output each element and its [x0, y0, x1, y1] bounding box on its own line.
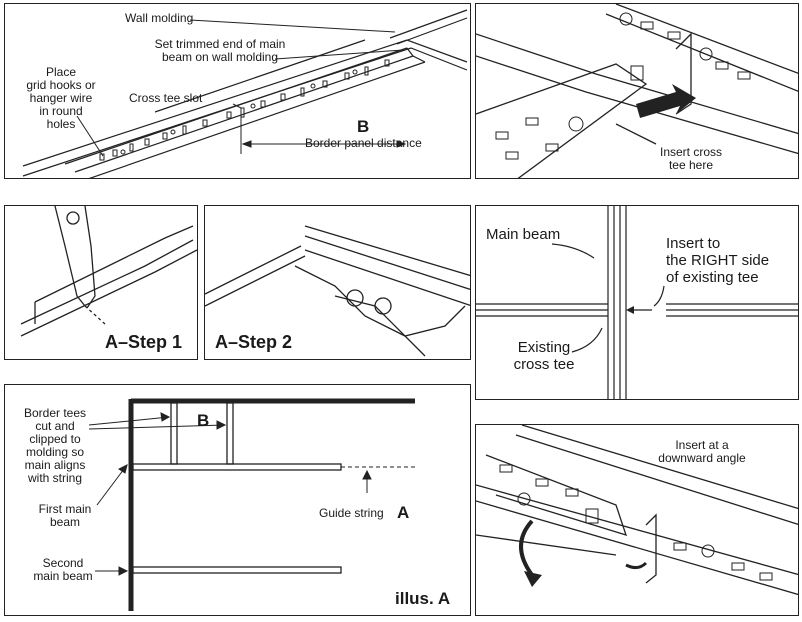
label-border-line6: with string: [27, 471, 83, 485]
label-border-line2: cut and: [35, 419, 75, 433]
label-insert-line2: tee here: [668, 158, 714, 172]
label-border-line4: molding so: [25, 445, 85, 459]
step-1-drawing: [20, 206, 197, 337]
label-existing-cross-tee: Existing cross tee: [494, 339, 594, 373]
label-second-main-beam: Second main beam: [23, 557, 103, 583]
label-first-line2: beam: [49, 515, 81, 529]
label-place-line3: hanger wire: [29, 91, 93, 105]
label-existing-line1: Existing: [517, 339, 571, 356]
label-place-line4: in round: [39, 104, 83, 118]
label-insert-downward: Insert at a downward angle: [646, 439, 758, 465]
label-second-line1: Second: [42, 556, 84, 570]
label-cross-tee-slot: Cross tee slot: [129, 91, 203, 105]
grid-intersection-drawing: [476, 206, 798, 399]
label-downward-line1: Insert at a: [675, 438, 729, 452]
label-wall-molding: Wall molding: [125, 11, 194, 25]
label-set-trimmed-line1: Set trimmed end of main: [154, 37, 286, 51]
label-main-beam: Main beam: [486, 226, 561, 243]
label-place-line5: holes: [46, 117, 76, 131]
label-existing-line2: cross tee: [513, 356, 575, 373]
label-set-trimmed-line2: beam on wall molding: [161, 50, 279, 64]
label-insert-right-side: Insert to the RIGHT side of existing tee: [666, 235, 769, 286]
label-first-line1: First main: [38, 502, 92, 516]
label-border-line3: clipped to: [29, 432, 81, 446]
step-2-drawing: [205, 225, 470, 357]
panel-insert-right-side: Main beam Insert to the RIGHT side of ex…: [475, 205, 799, 400]
label-border-panel-distance: Border panel distance: [305, 136, 422, 150]
beam-perspective-drawing: [22, 9, 468, 178]
downward-angle-drawing: [476, 425, 798, 596]
label-set-trimmed-end: Set trimmed end of main beam on wall mol…: [145, 38, 295, 64]
label-insert-right-line3: of existing tee: [666, 269, 759, 286]
panel-insert-downward-angle: Insert at a downward angle: [475, 424, 799, 616]
label-border-tees-cut: Border tees cut and clipped to molding s…: [13, 407, 97, 485]
panel-illus-a: Border tees cut and clipped to molding s…: [4, 384, 471, 616]
label-insert-cross-tee-here: Insert cross tee here: [636, 146, 746, 172]
letter-b-illus: B: [197, 411, 210, 430]
label-guide-string: Guide string: [319, 506, 384, 520]
label-border-line1: Border tees: [23, 406, 87, 420]
step-2-label: A–Step 2: [213, 332, 295, 353]
letter-a-guide: A: [397, 503, 410, 522]
label-place-line1: Place: [45, 65, 77, 79]
letter-b-border: B: [357, 117, 370, 136]
label-insert-line1: Insert cross: [659, 145, 722, 159]
label-insert-right-line1: Insert to: [666, 235, 721, 252]
label-downward-line2: downward angle: [658, 451, 746, 465]
label-insert-right-line2: the RIGHT side: [666, 252, 770, 269]
caption-illus-a: illus. A: [395, 589, 451, 608]
label-first-main-beam: First main beam: [25, 503, 105, 529]
label-border-line5: main aligns: [24, 458, 86, 472]
cross-tee-closeup-drawing: [476, 4, 798, 178]
label-second-line2: main beam: [33, 569, 93, 583]
panel-main-beam-installation: Wall molding Set trimmed end of main bea…: [4, 3, 471, 179]
step-1-label: A–Step 1: [103, 332, 185, 353]
label-place-line2: grid hooks or: [26, 78, 96, 92]
panel-step-2: A–Step 2: [204, 205, 471, 360]
panel-insert-cross-tee: Insert cross tee here: [475, 3, 799, 179]
panel-step-1: A–Step 1: [4, 205, 198, 360]
label-place-grid-hooks: Place grid hooks or hanger wire in round…: [19, 66, 103, 131]
illus-a-layout-drawing: [88, 398, 415, 611]
